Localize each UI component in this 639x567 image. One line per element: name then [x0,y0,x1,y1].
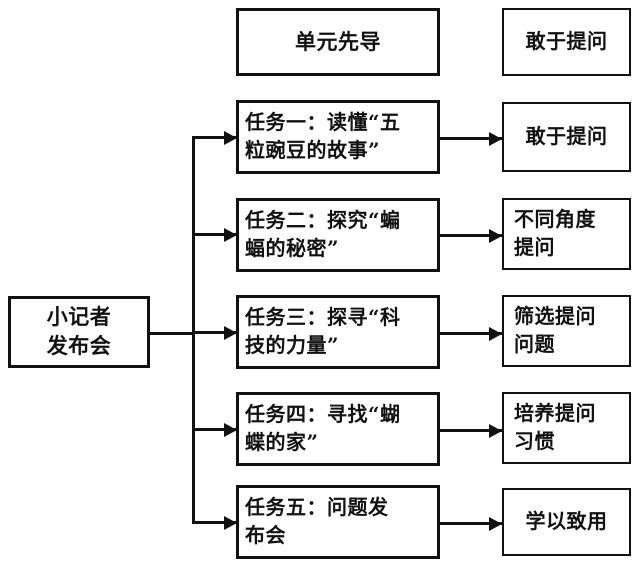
source-box[interactable]: 小记者 发布会 [8,296,150,368]
stage-box-task-2-label: 任务二：探究“蝙 蝠的秘密” [245,208,401,260]
outcome-box-task-3[interactable]: 筛选提问 问题 [502,295,631,367]
outcome-box-task-1[interactable]: 敢于提问 [502,102,631,172]
connector-branch-task-5 [192,521,236,524]
outcome-box-task-4-label: 培养提问 习惯 [514,401,596,453]
outcome-box-task-2[interactable]: 不同角度 提问 [502,198,631,270]
stage-box-task-3[interactable]: 任务三：探寻“科 技的力量” [236,295,440,369]
connector-branch-task-2 [192,233,236,236]
stage-box-task-1[interactable]: 任务一：读懂“五 粒豌豆的故事” [236,100,440,174]
outcome-box-task-5[interactable]: 学以致用 [502,488,631,556]
outcome-box-task-1-label: 敢于提问 [525,124,608,149]
connector-task-4-to-outcome [440,429,502,432]
stage-box-task-1-label: 任务一：读懂“五 粒豌豆的故事” [245,110,401,162]
outcome-box-task-2-label: 不同角度 提问 [514,207,596,259]
outcome-box-task-5-label: 学以致用 [525,509,608,534]
connector-source-to-trunk [150,332,195,335]
stage-box-task-3-label: 任务三：探寻“科 技的力量” [245,305,401,357]
stage-box-unit-guide-label: 单元先导 [295,28,381,54]
outcome-box-task-3-label: 筛选提问 问题 [514,304,596,356]
arrowhead-branch-task-2 [224,228,237,242]
connector-branch-task-3 [192,331,236,334]
stage-box-task-4-label: 任务四：寻找“蝴 蝶的家” [245,402,401,454]
source-box-label: 小记者 发布会 [46,304,112,358]
outcome-box-task-4[interactable]: 培养提问 习惯 [502,392,631,464]
stage-box-task-2[interactable]: 任务二：探究“蝙 蝠的秘密” [236,198,440,272]
arrowhead-branch-task-1 [224,131,237,145]
stage-box-unit-guide[interactable]: 单元先导 [236,8,440,76]
outcome-box-unit-guide-label: 敢于提问 [525,29,608,54]
connector-branch-task-1 [192,136,236,139]
connector-branch-task-4 [192,428,236,431]
arrowhead-outcome-4 [489,424,502,438]
connector-task-2-to-outcome [440,234,502,237]
arrowhead-branch-task-3 [224,326,237,340]
arrowhead-branch-task-4 [224,423,237,437]
outcome-box-unit-guide[interactable]: 敢于提问 [502,8,631,76]
arrowhead-branch-task-5 [224,516,237,530]
arrowhead-outcome-2 [489,229,502,243]
arrowhead-outcome-5 [489,517,502,531]
connector-task-3-to-outcome [440,332,502,335]
connector-trunk-vertical [192,137,195,524]
stage-box-task-5-label: 任务五：问题发 布会 [245,495,389,547]
connector-task-1-to-outcome [440,137,502,140]
arrowhead-outcome-3 [489,327,502,341]
arrowhead-outcome-1 [489,132,502,146]
stage-box-task-4[interactable]: 任务四：寻找“蝴 蝶的家” [236,392,440,466]
stage-box-task-5[interactable]: 任务五：问题发 布会 [236,485,440,559]
connector-task-5-to-outcome [440,522,502,525]
